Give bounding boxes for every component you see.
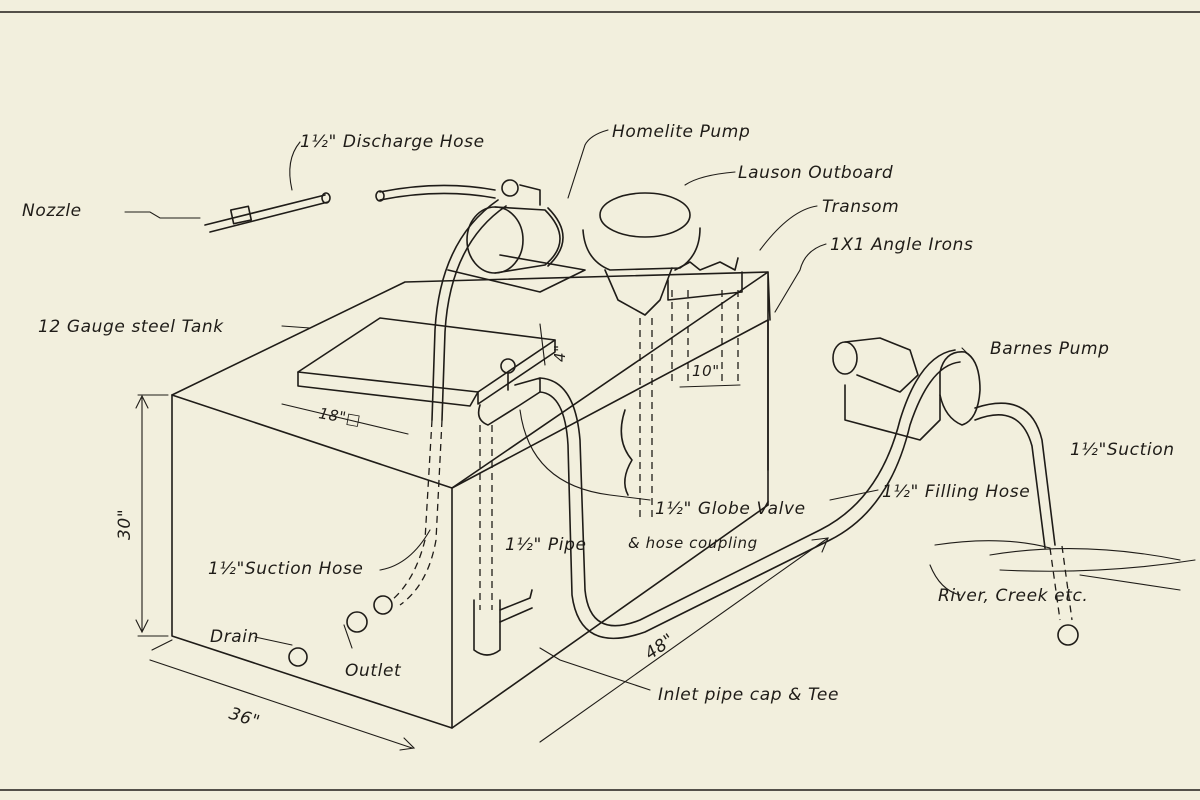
outboard-cap xyxy=(599,192,691,238)
label-lauson-outboard: Lauson Outboard xyxy=(738,163,893,183)
label-nozzle: Nozzle xyxy=(22,201,82,221)
filling-hose xyxy=(539,349,961,640)
drain-plug xyxy=(288,647,308,667)
steel-tank xyxy=(171,271,771,729)
homelite-pump-body xyxy=(466,206,524,274)
outlet-fitting xyxy=(346,611,368,633)
label-angle-irons: 1X1 Angle Irons xyxy=(830,235,974,255)
nozzle-hose-piece xyxy=(204,194,329,233)
transom-dimension-line xyxy=(679,384,741,388)
dimension-lines xyxy=(135,323,829,751)
label-outlet: Outlet xyxy=(345,661,402,681)
label-drain: Drain xyxy=(210,627,259,647)
label-hose-coupling: & hose coupling xyxy=(628,534,758,552)
tank-top-face xyxy=(171,271,769,489)
barnes-motor-cap xyxy=(832,341,858,375)
tank-hatch-rim xyxy=(297,371,479,407)
dim-height: 30" xyxy=(115,509,135,540)
label-globe-valve: 1½" Globe Valve xyxy=(655,499,806,519)
outboard-shroud xyxy=(582,227,701,271)
right-suction-strainer xyxy=(1057,624,1079,646)
label-steel-tank: 12 Gauge steel Tank xyxy=(38,317,224,337)
barnes-pump xyxy=(832,337,981,441)
barnes-motor xyxy=(844,337,919,393)
dim-rise: 4" xyxy=(551,344,569,362)
right-suction-hose xyxy=(974,402,1079,646)
barnes-pump-volute xyxy=(939,351,981,426)
discharge-hose xyxy=(375,184,496,202)
tank-side-top-edge xyxy=(451,319,769,489)
nozzle-assembly xyxy=(204,192,331,233)
transom-bracket xyxy=(667,271,743,301)
label-river: River, Creek etc. xyxy=(938,586,1088,606)
hatch-dimension-line xyxy=(281,403,409,435)
label-suction-hose-right: 1½"Suction xyxy=(1070,440,1175,460)
suction-strainer xyxy=(373,595,393,615)
label-inlet-pipe: Inlet pipe cap & Tee xyxy=(658,685,839,705)
label-homelite-pump: Homelite Pump xyxy=(612,122,750,142)
label-suction-hose-left: 1½"Suction Hose xyxy=(208,559,364,579)
dim-hatch: 18"□ xyxy=(317,404,362,429)
tank-hatch xyxy=(297,317,556,393)
homelite-pump-housing xyxy=(494,206,561,274)
width-dimension-line xyxy=(149,659,413,749)
rise-dimension-line xyxy=(539,323,546,366)
water-surface xyxy=(934,540,1196,591)
label-discharge-hose: 1½" Discharge Hose xyxy=(300,132,485,152)
label-filling-hose: 1½" Filling Hose xyxy=(882,482,1030,502)
tank-bottom-edge xyxy=(451,504,769,729)
dim-transom-width: 10" xyxy=(692,362,720,380)
dim-length: 48" xyxy=(641,630,678,664)
outboard-propeller xyxy=(620,409,633,496)
dim-width: 36" xyxy=(226,704,262,733)
leader-lines xyxy=(124,129,973,691)
homelite-pump-base xyxy=(447,254,586,293)
homelite-pump xyxy=(447,179,586,293)
inlet-tee xyxy=(473,599,501,656)
left-suction-hose xyxy=(288,199,507,667)
label-transom: Transom xyxy=(822,197,899,217)
nozzle-coupling xyxy=(229,205,253,225)
inlet-pipe xyxy=(479,425,493,610)
globe-valve-body xyxy=(477,377,541,426)
lauson-outboard xyxy=(582,192,739,520)
length-dimension-line xyxy=(539,537,829,743)
globe-valve-assembly xyxy=(473,358,541,656)
tank-hatch-rim-right xyxy=(477,339,556,405)
label-barnes-pump: Barnes Pump xyxy=(990,339,1110,359)
outboard-shaft xyxy=(639,318,653,520)
label-pipe: 1½" Pipe xyxy=(505,535,587,555)
